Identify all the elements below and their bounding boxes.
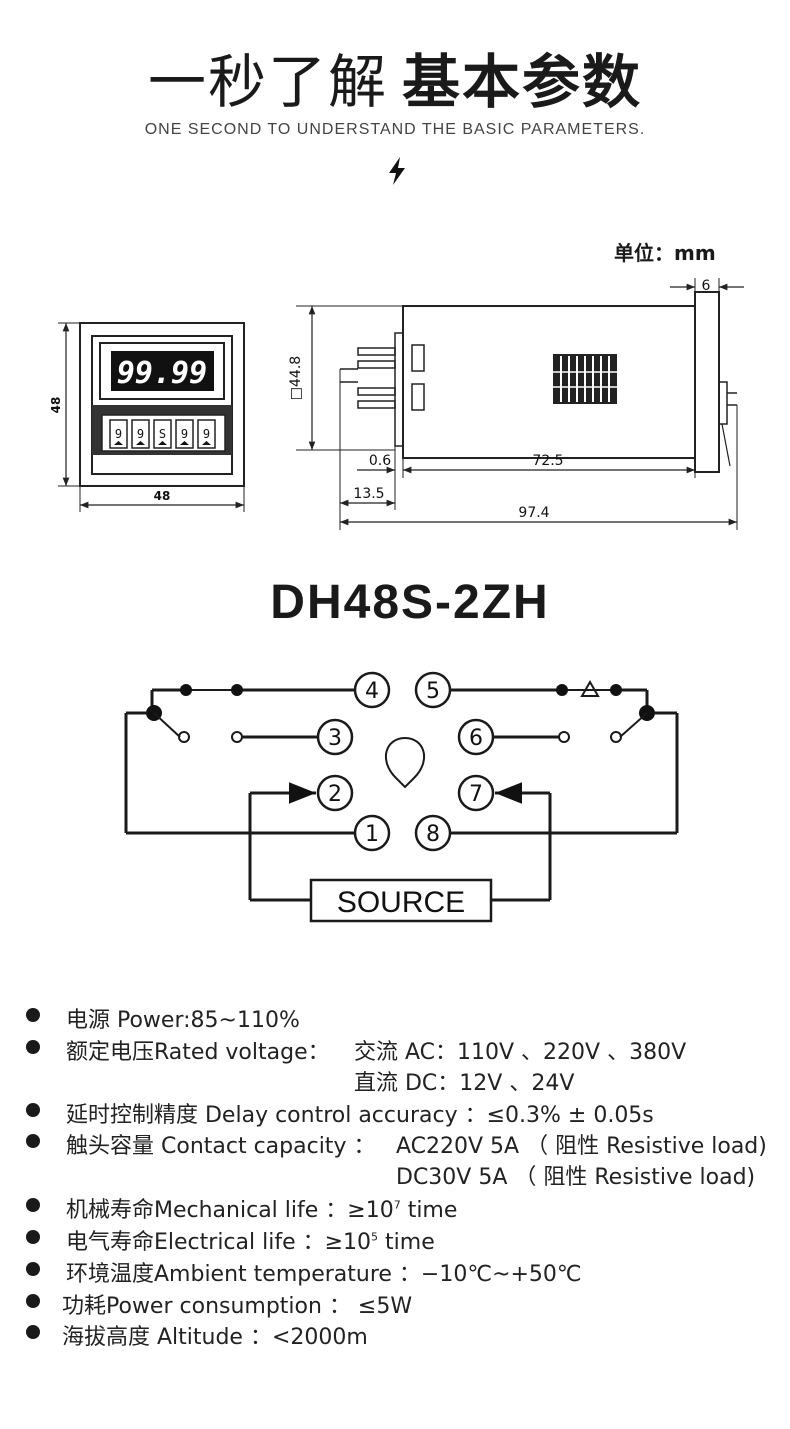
contact-dot-tl2 (231, 684, 243, 696)
pin-7-label: 7 (469, 782, 483, 807)
pin-8-label: 8 (426, 822, 440, 847)
dim-13-5-label: 13.5 (353, 486, 384, 502)
source-label: SOURCE (337, 886, 465, 919)
pin-6-label: 6 (469, 726, 483, 751)
side-body (402, 305, 696, 459)
page-subtitle: ONE SECOND TO UNDERSTAND THE BASIC PARAM… (144, 121, 646, 138)
pin-3-label: 3 (328, 726, 342, 751)
model-name: DH48S-2ZH (270, 576, 549, 629)
contact-dot-tr2 (610, 684, 622, 696)
pin-2 (316, 774, 354, 812)
contact-open-r1 (610, 731, 622, 743)
page-title: 一秒了解基本参数 (0, 46, 790, 118)
contact-open-r2 (558, 731, 570, 743)
contact-dot-tr1 (556, 684, 568, 696)
dial-3-digit: S (159, 427, 166, 441)
side-grille-slots (553, 356, 617, 402)
display-value: 99.99 (117, 356, 207, 391)
dial-4 (175, 419, 194, 449)
dim-6-label: 6 (702, 278, 711, 294)
delay-triangle (580, 679, 600, 697)
dial-3 (153, 419, 172, 449)
title-bold: 基本参数 (402, 48, 643, 116)
dim-97-4-label: 97.4 (518, 505, 549, 521)
wiring-diagram: 4 5 3 6 2 7 1 8 (124, 671, 679, 923)
dial-2-digit: 9 (137, 427, 144, 441)
front-height-label: 48 (49, 397, 63, 414)
pin-2-label: 2 (328, 782, 342, 807)
front-outer-frame (79, 322, 245, 487)
pin-5-label: 5 (426, 679, 440, 704)
dial-4-digit: 9 (181, 427, 188, 441)
front-display-window (99, 342, 225, 400)
square-label: □44.8 (288, 356, 304, 400)
led-display (111, 351, 214, 391)
dim-0-6-label: 0.6 (369, 453, 391, 469)
pin-7 (457, 774, 495, 812)
unit-label: 单位：mm (614, 241, 716, 265)
pin-1-label: 1 (365, 822, 379, 847)
dial-5 (197, 419, 216, 449)
lightning-icon (389, 157, 405, 185)
title-light: 一秒了解 (147, 48, 388, 116)
side-base (394, 332, 404, 447)
pin-4-label: 4 (365, 679, 379, 704)
dial-switches (109, 419, 216, 449)
dial-5-digit: 9 (203, 427, 210, 441)
dial-1 (109, 419, 128, 449)
contact-open-l1 (178, 731, 190, 743)
side-view: □44.8 6 0.6 72.5 13.5 97.4 (288, 278, 744, 530)
dial-1-digit: 9 (115, 427, 122, 441)
front-width-label: 48 (154, 489, 171, 503)
contact-open-l2 (231, 731, 243, 743)
dial-2 (131, 419, 150, 449)
source-box (309, 878, 493, 923)
front-view: 99.99 9 9 S 9 9 48 48 (49, 322, 245, 512)
contact-dot-tl1 (180, 684, 192, 696)
socket-key (385, 736, 425, 789)
side-flange (694, 291, 720, 473)
dim-72-5-label: 72.5 (532, 453, 563, 469)
side-knob (718, 381, 728, 425)
pin-circles (316, 671, 495, 852)
side-pins (340, 347, 396, 409)
